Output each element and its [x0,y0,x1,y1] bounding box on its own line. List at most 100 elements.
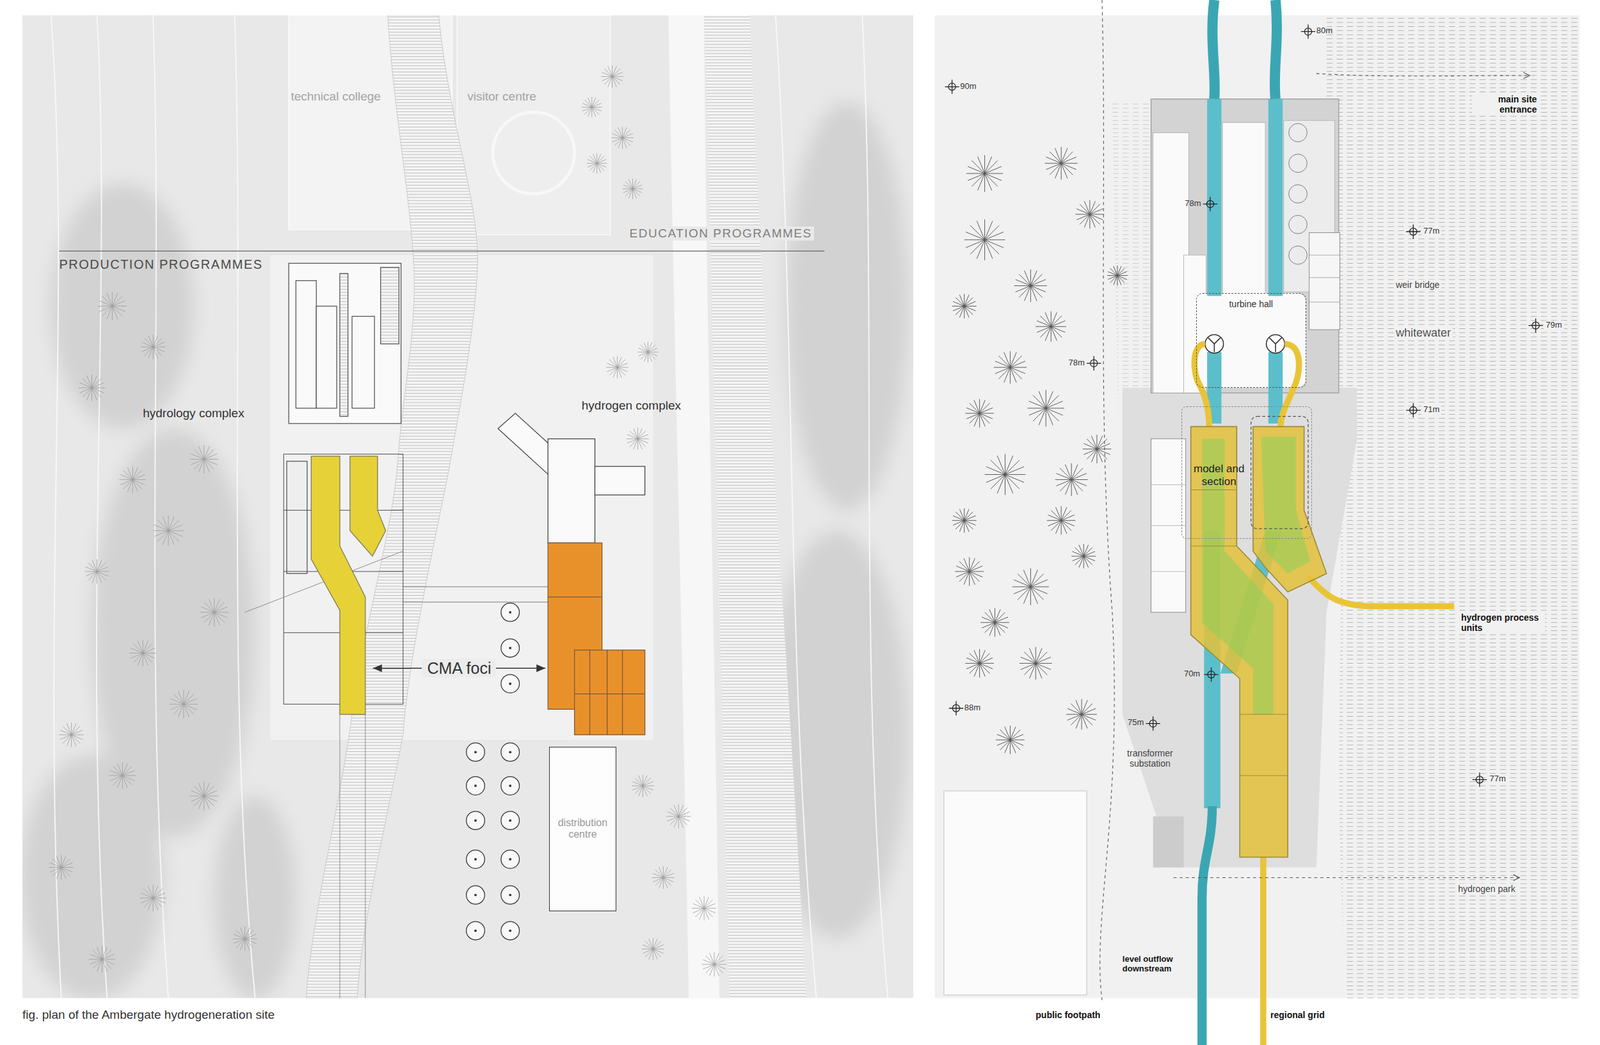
map-label: 79m [1543,320,1564,331]
level-marker [944,79,959,94]
tree-symbol [97,291,127,321]
tank-symbol [466,743,486,762]
section-outline: model and section [1181,406,1312,539]
tree-symbol [58,722,84,747]
tree-symbol [232,926,258,952]
tree-symbol [984,454,1026,496]
tree-symbol [88,945,116,973]
tank-symbol [508,894,512,897]
building-group: hydrogen complex [547,542,646,737]
tree-symbol [1019,647,1053,680]
tree-symbol [622,178,644,200]
arrowhead [373,664,383,672]
tree-symbol [1107,265,1128,287]
map-label: EDUCATION PROGRAMMES [627,226,815,241]
tree-symbol [84,559,109,584]
figure-caption: fig. plan of the Ambergate hydrogenerati… [22,1008,275,1023]
tree-symbol [129,640,156,667]
tank-symbol [501,743,520,762]
map-label: visitor centre [467,89,537,104]
tree-symbol [152,515,184,546]
map-label: hydrogen process units [1459,612,1545,633]
tree-symbol [952,508,977,533]
tank-symbol [466,849,486,869]
tank-symbol [466,921,486,941]
level-marker [1528,318,1543,333]
tree-symbol [964,219,1006,261]
tree-symbol [109,762,136,789]
map-label: level outflow downstream [1122,954,1182,975]
tree-symbol [1071,544,1096,569]
tree-symbol [626,427,649,450]
tank-symbol [501,602,520,622]
tank-symbol [508,819,512,822]
map-label: 70m [1182,669,1202,680]
tree-symbol [606,356,629,379]
tree-symbol [691,896,717,921]
tree-symbol [119,466,146,493]
symbols [49,24,1544,977]
tank-symbol [466,776,486,796]
level-marker [949,701,964,716]
tree-symbol [954,557,984,587]
tank-symbol [501,885,520,905]
tank-symbol [501,811,520,831]
building-group: hydrology complex [311,456,370,715]
programme-divider [58,250,825,252]
turbine-symbol [1205,334,1285,354]
tank-symbol [508,682,512,686]
tank-symbol [508,929,512,932]
tree-symbol [637,341,658,363]
weir-buildings [1150,99,1340,613]
aerial-ground [22,15,914,999]
tree-symbol [1075,200,1104,230]
tank-symbol [466,811,486,831]
node-text: distribution centre [552,817,614,841]
arrowhead [536,664,546,672]
tree-symbol [1014,269,1048,303]
tree-symbol [600,65,624,88]
tank-symbol [474,929,477,932]
tree-symbol [952,293,977,319]
plan-ground [934,15,1580,999]
node-text: turbine hall [1196,298,1306,310]
map-label: weir bridge [1393,279,1442,290]
map-label: PRODUCTION PROGRAMMES [58,257,263,272]
level-marker [1406,403,1421,418]
tree-symbol [1055,463,1088,496]
tree-symbol [139,885,166,912]
tree-symbol [140,334,166,360]
tank-symbol [474,750,477,754]
map-label: 75m [1127,718,1144,728]
tank-symbol [501,776,520,796]
tree-symbol [980,608,1010,637]
tree-symbol [666,804,691,829]
tree-symbol [1082,434,1112,464]
tank-symbol [508,750,512,754]
level-marker [1203,197,1218,212]
map-label: 88m [964,703,981,713]
tank-symbol [501,638,520,658]
tank-symbol [508,611,512,614]
tank-symbol [466,885,486,905]
tank-symbol [474,894,477,897]
level-marker [1145,716,1160,731]
tank-symbol [508,858,512,861]
node-text: hydrology complex [142,406,244,421]
map-label: 77m [1488,774,1508,784]
edge-label: CMA foci [421,659,496,678]
hydrogen-building [497,413,646,544]
arrowhead [1512,72,1530,881]
tank-symbol [508,784,512,788]
path-line [1100,0,1529,1001]
tree-symbol [995,725,1025,755]
map-label: technical college [290,89,381,104]
map-label: 90m [960,81,976,92]
tree-symbol [1047,506,1076,536]
level-marker [1086,356,1101,371]
map-label: transformer substation [1116,748,1184,769]
tank-symbol [474,858,477,861]
tank-symbol [474,784,477,788]
